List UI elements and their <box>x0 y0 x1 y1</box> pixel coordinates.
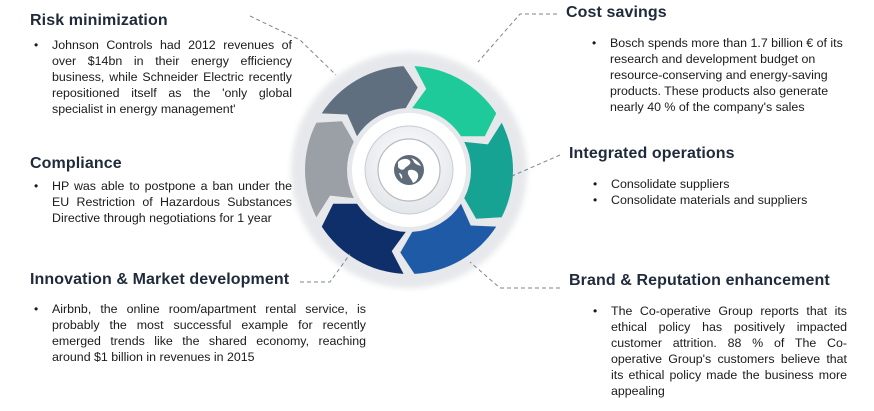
section-title: Cost savings <box>566 4 667 21</box>
section-title: Innovation & Market development <box>30 271 290 288</box>
segment-operations <box>464 122 514 219</box>
connector-cost <box>477 13 557 63</box>
list-item: Consolidate materials and suppliers <box>589 192 859 208</box>
bullet-list: Consolidate suppliers Consolidate materi… <box>589 176 859 208</box>
section-cost: Cost savings Bosch spends more than 1.7 … <box>566 4 856 115</box>
section-operations: Integrated operations Consolidate suppli… <box>569 145 859 208</box>
list-item: Airbnb, the online room/apartment rental… <box>30 301 366 365</box>
list-item: HP was able to postpone a ban under the … <box>30 178 292 226</box>
globe-icon <box>394 155 424 185</box>
section-title: Brand & Reputation enhancement <box>569 272 830 289</box>
section-title: Integrated operations <box>569 145 735 162</box>
section-brand: Brand & Reputation enhancement The Co-op… <box>569 272 859 399</box>
section-title: Compliance <box>30 155 122 172</box>
segment-compliance <box>305 121 354 218</box>
segment-risk <box>321 66 418 137</box>
connector-brand <box>469 261 560 289</box>
list-item: The Co-operative Group reports that its … <box>589 303 847 399</box>
connector-operations <box>511 154 561 177</box>
section-compliance: Compliance HP was able to postpone a ban… <box>30 155 292 226</box>
list-item: Bosch spends more than 1.7 billion € of … <box>588 35 850 115</box>
connector-innovation <box>300 253 351 283</box>
segment-brand <box>400 203 497 274</box>
section-innovation: Innovation & Market development Airbnb, … <box>30 271 370 365</box>
segment-cost <box>412 66 497 137</box>
bullet-list: The Co-operative Group reports that its … <box>589 303 847 399</box>
bullet-list: Airbnb, the online room/apartment rental… <box>30 301 366 365</box>
section-risk: Risk minimization Johnson Controls had 2… <box>30 12 292 117</box>
bullet-list: Johnson Controls had 2012 revenues of ov… <box>30 37 292 117</box>
segment-innovation <box>321 203 406 274</box>
list-item: Consolidate suppliers <box>589 176 859 192</box>
section-title: Risk minimization <box>30 12 168 29</box>
list-item: Johnson Controls had 2012 revenues of ov… <box>30 37 292 117</box>
bullet-list: Bosch spends more than 1.7 billion € of … <box>588 35 850 115</box>
bullet-list: HP was able to postpone a ban under the … <box>30 178 292 226</box>
